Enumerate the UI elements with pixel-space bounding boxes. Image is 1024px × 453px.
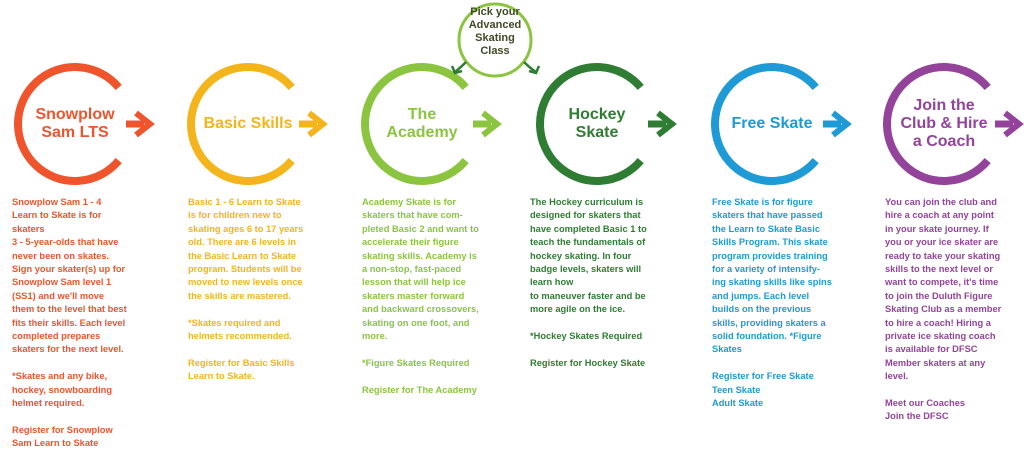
- description-paragraph: *Hockey Skates Required: [530, 331, 643, 342]
- description-paragraph: The Hockey curriculum is designed for sk…: [530, 197, 647, 315]
- step-basic-skills-description: Basic 1 - 6 Learn to Skate is for childr…: [188, 196, 353, 384]
- step-academy-title: The Academy: [386, 106, 458, 141]
- pick-class-circle: [450, 2, 541, 78]
- description-paragraph: *Figure Skates Required: [362, 357, 470, 368]
- step-snowplow-sam-description: Snowplow Sam 1 - 4 Learn to Skate is for…: [12, 196, 172, 451]
- description-paragraph: You can join the club and hire a coach a…: [885, 197, 1002, 382]
- step-basic-skills-title: Basic Skills: [203, 115, 293, 132]
- description-paragraph: Academy Skate is for skaters that have c…: [362, 197, 479, 342]
- pick-advanced-class-label: Pick your Advanced Skating Class: [468, 6, 522, 57]
- description-paragraph: Free Skate is for figure skaters that ha…: [712, 197, 832, 355]
- description-paragraph: Snowplow Sam 1 - 4 Learn to Skate is for…: [12, 197, 127, 355]
- step-hockey-skate-arrow: [536, 63, 677, 185]
- step-free-skate-link[interactable]: Teen Skate: [712, 384, 761, 395]
- step-basic-skills-arrow: [187, 63, 328, 185]
- step-join-club-link[interactable]: Meet our Coaches: [885, 398, 966, 409]
- step-basic-skills-link[interactable]: Register for Basic Skills Learn to Skate…: [188, 357, 295, 382]
- step-free-skate-arrow: [711, 63, 852, 185]
- step-academy-description: Academy Skate is for skaters that have c…: [362, 196, 522, 397]
- step-free-skate-link[interactable]: Adult Skate: [712, 398, 764, 409]
- step-free-skate-link[interactable]: Register for Free Skate: [712, 371, 814, 382]
- step-snowplow-sam-link[interactable]: Register for Snowplow Sam Learn to Skate: [12, 424, 113, 449]
- description-paragraph: *Skates required and helmets recommended…: [188, 317, 292, 342]
- step-join-club-description: You can join the club and hire a coach a…: [885, 196, 1020, 424]
- step-join-club-title: Join the Club & Hire a Coach: [900, 97, 988, 150]
- description-paragraph: *Skates and any bike, hockey, snowboardi…: [12, 371, 113, 409]
- description-paragraph: Basic 1 - 6 Learn to Skate is for childr…: [188, 197, 304, 301]
- step-hockey-skate-link[interactable]: Register for Hockey Skate: [530, 357, 646, 368]
- step-hockey-skate-title: Hockey Skate: [568, 106, 626, 141]
- step-free-skate-title: Free Skate: [731, 115, 813, 132]
- step-hockey-skate-description: The Hockey curriculum is designed for sk…: [530, 196, 695, 370]
- step-academy-arrow: [361, 63, 502, 185]
- step-snowplow-sam-arrow: [14, 63, 155, 185]
- step-snowplow-sam-title: Snowplow Sam LTS: [35, 106, 115, 141]
- step-academy-link[interactable]: Register for The Academy: [362, 384, 477, 395]
- step-join-club-link[interactable]: Join the DFSC: [885, 411, 949, 422]
- step-join-club-arrow: [883, 63, 1024, 185]
- step-free-skate-description: Free Skate is for figure skaters that ha…: [712, 196, 872, 410]
